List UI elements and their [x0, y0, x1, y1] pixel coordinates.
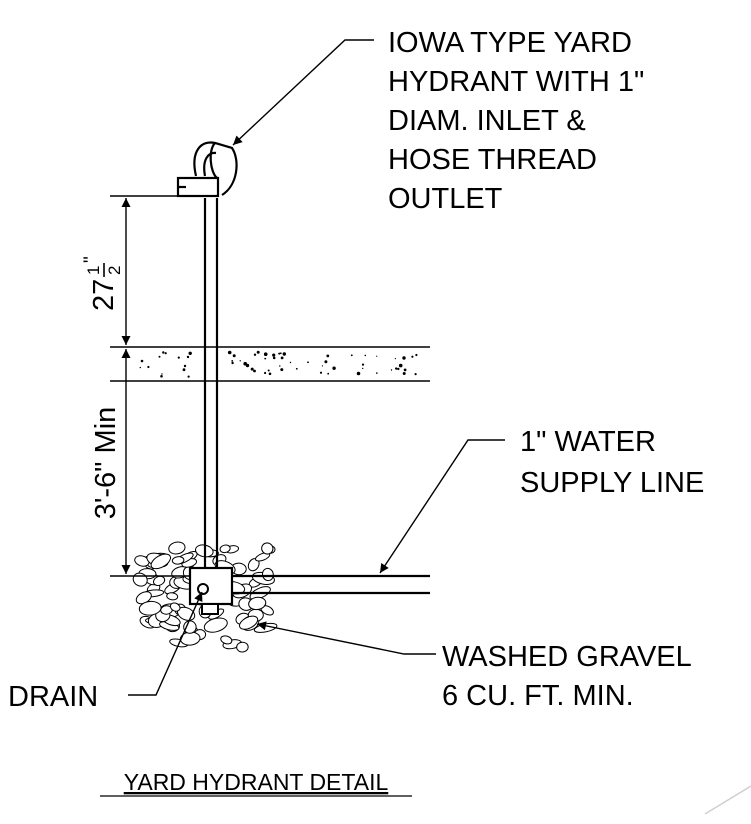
callout-hydrant-line-1: IOWA TYPE YARD — [388, 27, 632, 59]
hydrant-standpipe — [203, 198, 219, 568]
dim-27-whole: 27 — [88, 279, 120, 311]
leader-gravel — [256, 621, 436, 655]
callout-gravel-line-2: 6 CU. FT. MIN. — [442, 680, 634, 712]
concrete-stipple — [139, 350, 418, 378]
callout-hydrant-line-2: HYDRANT WITH 1" — [388, 66, 644, 98]
callout-gravel: WASHED GRAVEL 6 CU. FT. MIN. — [442, 641, 692, 712]
hydrant-head — [176, 141, 238, 198]
callout-hydrant-line-5: OUTLET — [388, 183, 503, 215]
valve-body — [188, 566, 234, 615]
callout-supply-line: 1" WATER SUPPLY LINE — [520, 426, 704, 499]
drawing-title: YARD HYDRANT DETAIL — [124, 769, 389, 795]
callout-drain: DRAIN — [8, 681, 98, 713]
callout-hydrant: IOWA TYPE YARD HYDRANT WITH 1" DIAM. INL… — [388, 27, 644, 215]
dim-27-unit: " — [81, 256, 102, 263]
dim-bury-depth-label: 3'-6" Min — [90, 407, 122, 520]
dim-27-denominator: 2 — [105, 266, 124, 275]
callout-supply-line-2: SUPPLY LINE — [520, 467, 704, 499]
page-corner-mark — [704, 785, 751, 815]
callout-hydrant-line-3: DIAM. INLET & — [388, 105, 586, 137]
dimension-above-grade: 27 1 2 " — [81, 195, 178, 345]
callout-hydrant-line-4: HOSE THREAD — [388, 144, 597, 176]
callout-supply-line-1: 1" WATER — [520, 426, 656, 458]
dimension-bury-depth: 3'-6" Min — [90, 349, 131, 574]
dim-27-numerator: 1 — [84, 266, 103, 275]
leader-supply-line — [379, 439, 505, 574]
water-supply-pipe — [232, 574, 430, 595]
leader-drain — [128, 591, 203, 696]
callout-gravel-line-1: WASHED GRAVEL — [442, 641, 692, 673]
ground-surface — [110, 346, 430, 382]
leader-hydrant — [232, 39, 374, 146]
